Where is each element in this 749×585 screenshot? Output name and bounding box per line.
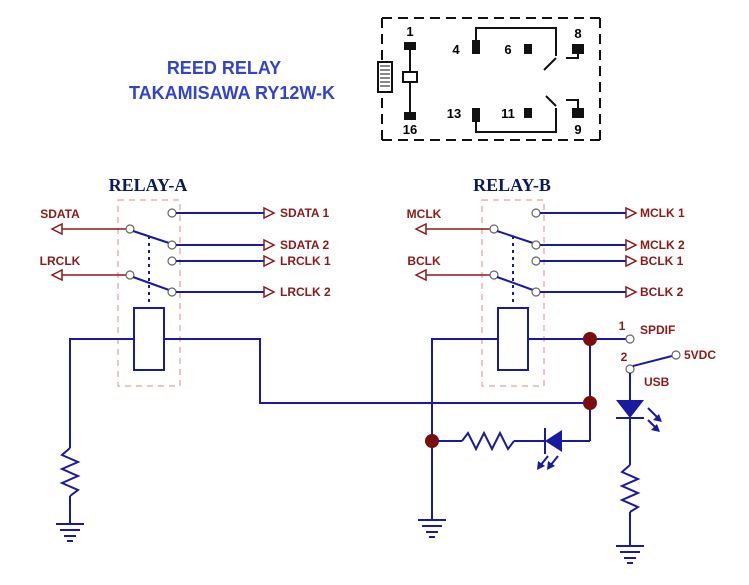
pin-label-11: 11 <box>501 106 515 121</box>
sdata-arrow <box>50 222 63 236</box>
coil-symbol <box>402 71 418 83</box>
selector-5vdc-label: 5VDC <box>684 348 716 362</box>
selector-pin-2: 2 <box>621 350 628 364</box>
coil-wiring <box>59 338 626 524</box>
led-indicator <box>545 430 562 452</box>
relay-b-output-bclk2: BCLK 2 <box>640 285 684 299</box>
ground-symbol-a <box>56 523 84 542</box>
relay-a-label: RELAY-A <box>109 175 188 195</box>
junction-dot <box>583 332 597 346</box>
pin-label-8: 8 <box>574 26 581 41</box>
relay-b-output-mclk1: MCLK 1 <box>640 206 685 220</box>
relay-b-input-mclk: MCLK <box>407 207 442 221</box>
usb-led <box>616 400 644 418</box>
resistor-led <box>461 430 515 452</box>
pin-label-4: 4 <box>452 42 460 57</box>
relay-a-output-sdata1: SDATA 1 <box>280 206 329 220</box>
junction-dot <box>425 434 439 448</box>
relay-b-input-bclk: BCLK <box>407 254 441 268</box>
source-selector-switch <box>616 334 681 546</box>
pin-1-pad <box>404 42 416 50</box>
relay-a-input-sdata: SDATA <box>40 207 80 221</box>
pin-label-1: 1 <box>406 24 413 39</box>
relay-b-output-mclk2: MCLK 2 <box>640 238 685 252</box>
relay-a-coil <box>133 307 165 371</box>
relay-b-output-bclk1: BCLK 1 <box>640 254 684 268</box>
relay-a-output-lrclk2: LRCLK 2 <box>280 285 331 299</box>
title-line-2: TAKAMISAWA RY12W-K <box>129 83 335 103</box>
bclk-arrow <box>414 268 427 282</box>
relay-a-input-lrclk: LRCLK <box>40 254 81 268</box>
title-line-1: REED RELAY <box>167 58 281 78</box>
pin-label-16: 16 <box>403 122 417 137</box>
selector-usb-label: USB <box>644 375 670 389</box>
pin-label-13: 13 <box>447 106 461 121</box>
lrclk-arrow <box>50 268 63 282</box>
relay-a-output-lrclk1: LRCLK 1 <box>280 254 331 268</box>
pin-16-pad <box>404 112 416 120</box>
relay-b-contacts <box>414 206 638 371</box>
pin-label-9: 9 <box>574 122 581 137</box>
selector-pin-1: 1 <box>619 319 626 333</box>
relay-b-label: RELAY-B <box>473 175 551 195</box>
relay-a-contacts <box>50 206 276 371</box>
relay-a-output-sdata2: SDATA 2 <box>280 238 329 252</box>
mclk-arrow <box>414 222 427 236</box>
ground-symbol-b <box>418 519 446 538</box>
resistor-usb <box>619 464 641 513</box>
selector-spdif-label: SPDIF <box>640 323 675 337</box>
ground-symbol-c <box>616 545 644 564</box>
pin-label-6: 6 <box>504 42 511 57</box>
resistor-a <box>59 447 81 497</box>
junction-dot <box>583 396 597 410</box>
relay-b-coil <box>497 307 529 371</box>
relay-pinout-diagram: 1 16 4 6 8 13 11 9 <box>377 17 601 141</box>
